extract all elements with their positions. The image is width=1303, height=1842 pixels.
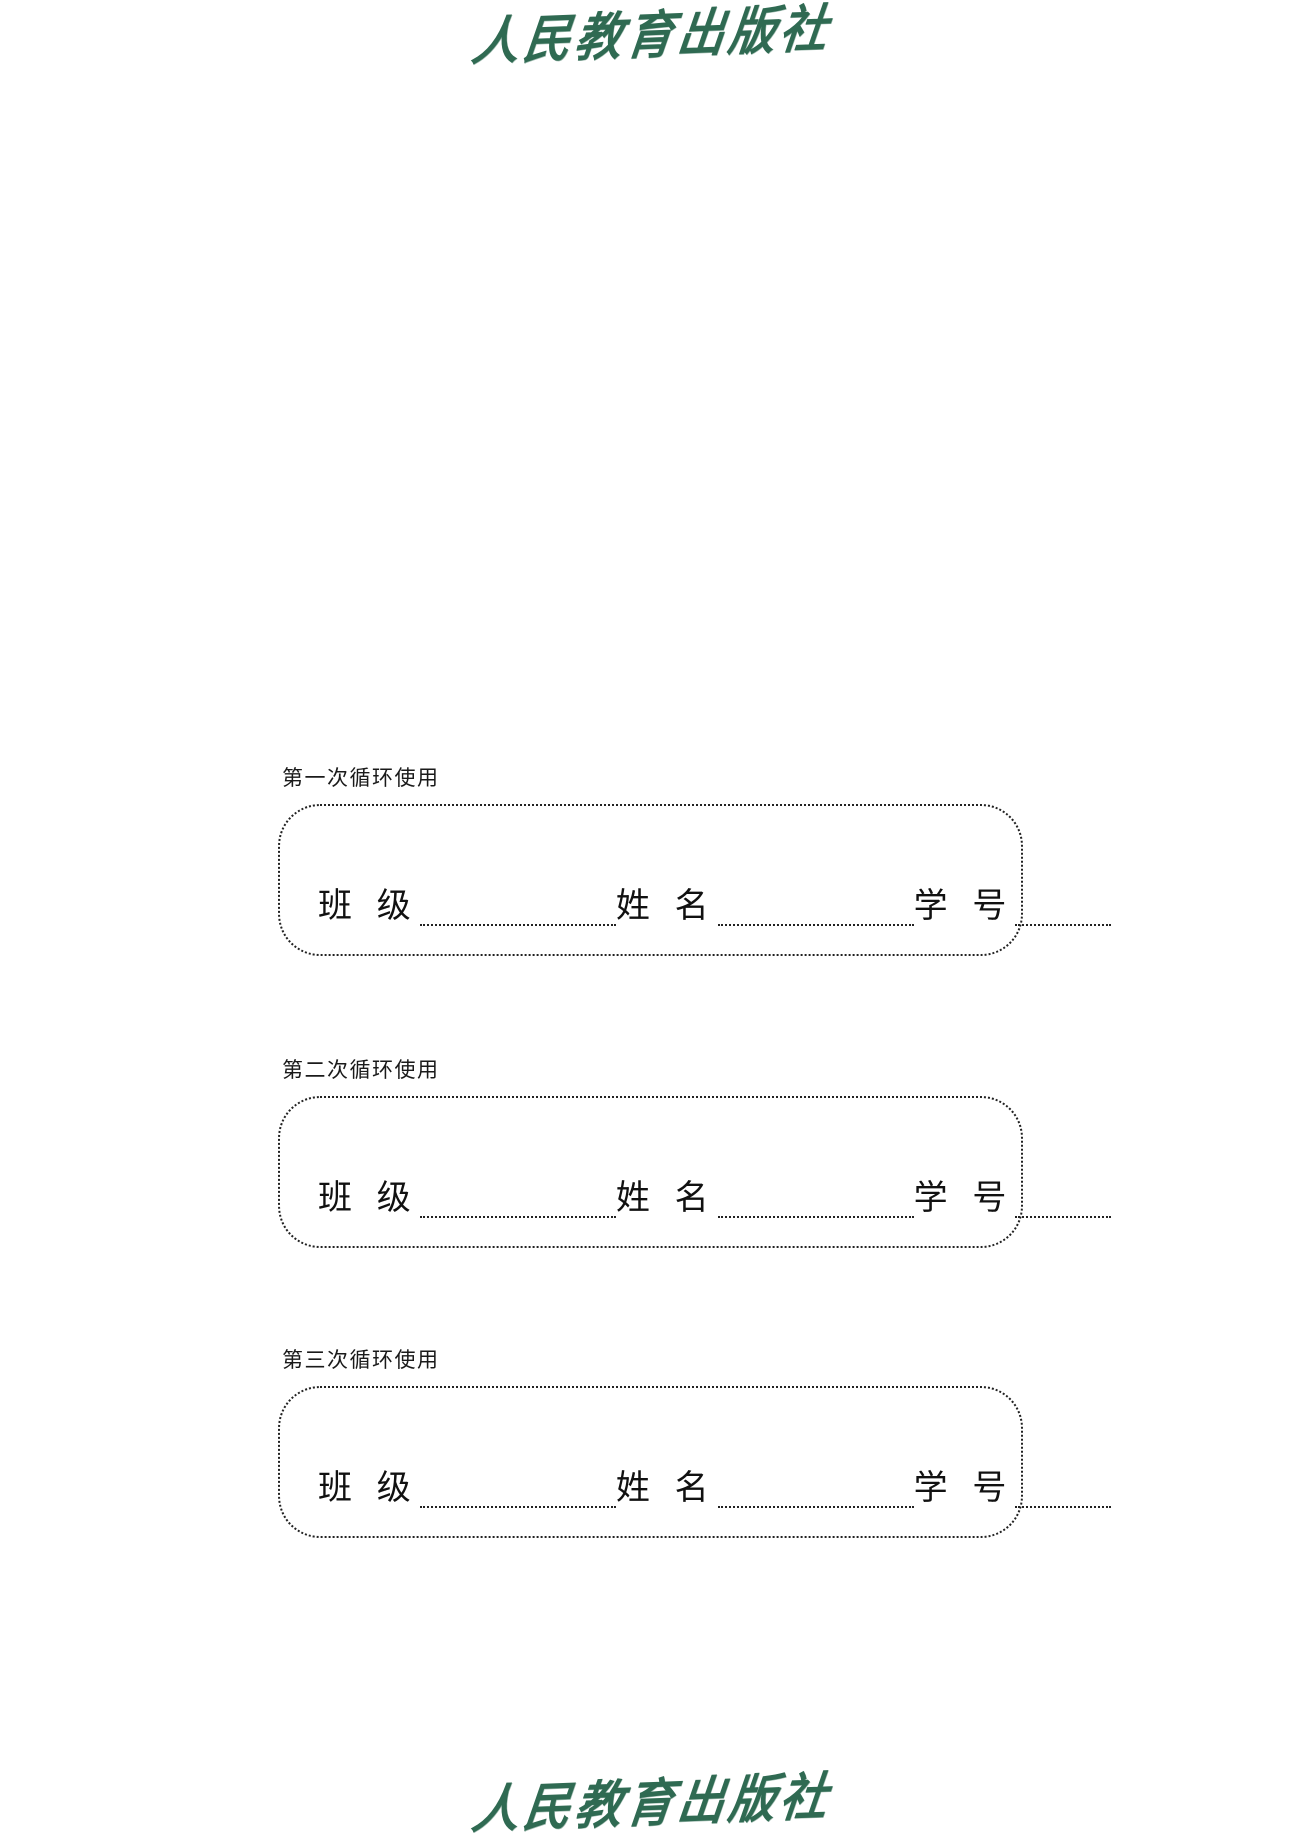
cycle-use-section-1: 第一次循环使用 班 级 姓 名 学 号 — [278, 762, 1112, 956]
publisher-logo-top: 人民教育出版社 — [0, 0, 1303, 73]
student-id-field-label-3: 学 号 — [913, 1467, 1014, 1508]
class-field-input-3[interactable] — [419, 1476, 616, 1508]
class-field-2: 班 级 — [318, 1177, 616, 1218]
student-id-field-2: 学 号 — [913, 1177, 1112, 1218]
student-id-field-label-1: 学 号 — [913, 885, 1014, 926]
student-id-field-input-1[interactable] — [1015, 894, 1112, 926]
student-id-field-3: 学 号 — [913, 1467, 1112, 1508]
class-field-input-1[interactable] — [419, 894, 616, 926]
cycle-use-section-3: 第三次循环使用 班 级 姓 名 学 号 — [278, 1344, 1112, 1538]
name-field-label-1: 姓 名 — [615, 885, 716, 926]
class-field-1: 班 级 — [318, 885, 616, 926]
class-field-label-2: 班 级 — [318, 1177, 418, 1218]
section-label-3: 第三次循环使用 — [282, 1348, 440, 1372]
publisher-logo-text: 人民教育出版社 — [468, 1765, 835, 1841]
publisher-logo-bottom: 人民教育出版社 — [0, 1765, 1303, 1841]
name-field-input-2[interactable] — [717, 1186, 914, 1218]
publisher-logo-text: 人民教育出版社 — [468, 0, 835, 73]
student-info-box-3: 班 级 姓 名 学 号 — [278, 1386, 1112, 1538]
student-id-field-input-3[interactable] — [1015, 1476, 1112, 1508]
class-field-input-2[interactable] — [419, 1186, 616, 1218]
student-id-field-1: 学 号 — [913, 885, 1112, 926]
student-info-row-1: 班 级 姓 名 学 号 — [280, 885, 1112, 926]
section-label-2: 第二次循环使用 — [282, 1058, 440, 1082]
name-field-2: 姓 名 — [615, 1177, 914, 1218]
student-info-box-2: 班 级 姓 名 学 号 — [278, 1096, 1112, 1248]
class-field-label-1: 班 级 — [318, 885, 418, 926]
section-label-1: 第一次循环使用 — [282, 766, 440, 790]
class-field-3: 班 级 — [318, 1467, 616, 1508]
student-id-field-label-2: 学 号 — [913, 1177, 1014, 1218]
name-field-input-1[interactable] — [717, 894, 914, 926]
name-field-1: 姓 名 — [615, 885, 914, 926]
name-field-input-3[interactable] — [717, 1476, 914, 1508]
name-field-label-3: 姓 名 — [615, 1467, 716, 1508]
student-info-row-2: 班 级 姓 名 学 号 — [280, 1177, 1112, 1218]
name-field-3: 姓 名 — [615, 1467, 914, 1508]
student-id-field-input-2[interactable] — [1015, 1186, 1112, 1218]
class-field-label-3: 班 级 — [318, 1467, 418, 1508]
student-info-box-1: 班 级 姓 名 学 号 — [278, 804, 1112, 956]
cycle-use-section-2: 第二次循环使用 班 级 姓 名 学 号 — [278, 1054, 1112, 1248]
name-field-label-2: 姓 名 — [615, 1177, 716, 1218]
student-info-row-3: 班 级 姓 名 学 号 — [280, 1467, 1112, 1508]
